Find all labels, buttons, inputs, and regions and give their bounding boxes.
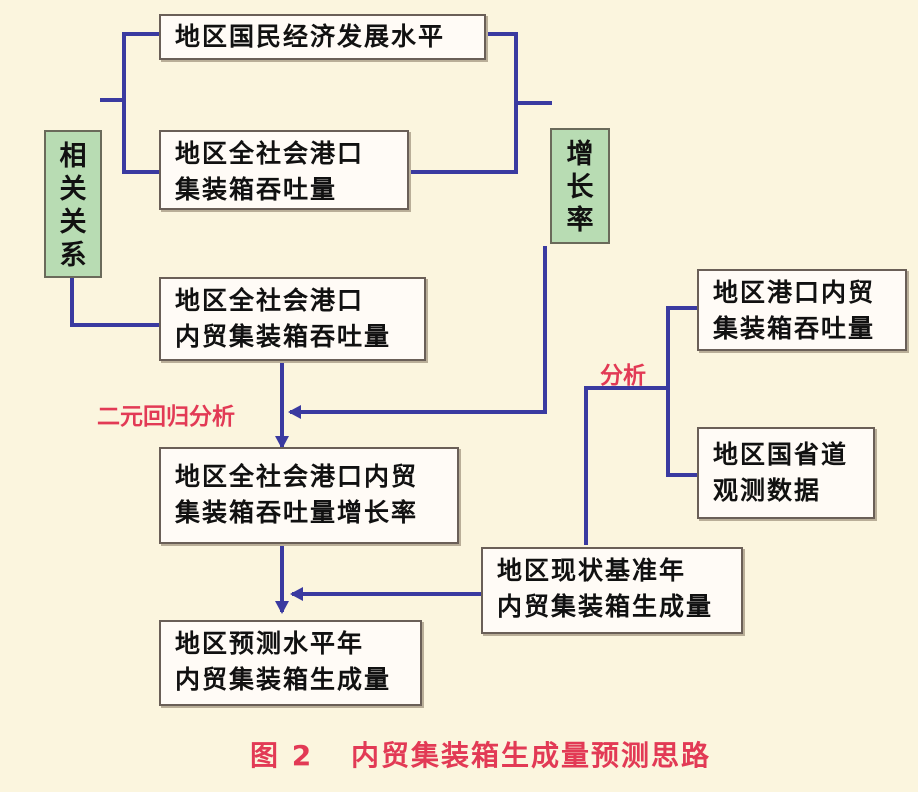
link-growth-down [288, 246, 547, 419]
box-base-year-line1: 地区现状基准年 [497, 556, 687, 585]
annotation-regression: 二元回归分析 [97, 404, 235, 430]
box-forecast-line2: 内贸集装箱生成量 [175, 665, 392, 694]
box-domestic-throughput: 地区全社会港口 内贸集装箱吞吐量 [159, 277, 426, 361]
link-left-bottom [70, 276, 160, 327]
growth-char-3: 率 [566, 205, 594, 236]
annotation-analysis: 分析 [600, 363, 646, 389]
box-base-year: 地区现状基准年 内贸集装箱生成量 [481, 547, 743, 634]
box-domestic-throughput-line2: 内贸集装箱吞吐量 [175, 322, 392, 351]
box-total-throughput-line1: 地区全社会港口 [175, 139, 365, 168]
box-highway-obs-line1: 地区国省道 [713, 440, 849, 469]
side-box-correlation: 相 关 关 系 [44, 130, 102, 278]
correlation-char-1: 相 [59, 141, 87, 172]
box-forecast: 地区预测水平年 内贸集装箱生成量 [159, 620, 422, 706]
box-gdp-level-text: 地区国民经济发展水平 [175, 22, 446, 51]
box-port-domestic-line1: 地区港口内贸 [713, 278, 876, 307]
correlation-char-2: 关 [59, 174, 87, 205]
growth-char-1: 增 [566, 139, 594, 170]
correlation-char-4: 系 [59, 240, 87, 271]
box-gdp-level: 地区国民经济发展水平 [159, 14, 486, 60]
box-highway-obs: 地区国省道 观测数据 [697, 427, 875, 519]
box-port-domestic-line2: 集装箱吞吐量 [713, 314, 876, 343]
caption-number: 图 2 [250, 739, 314, 772]
box-total-throughput-line2: 集装箱吞吐量 [175, 175, 338, 204]
growth-char-2: 长 [566, 172, 594, 203]
box-highway-obs-line2: 观测数据 [713, 476, 822, 505]
box-growth-rate-line2: 集装箱吞吐量增长率 [175, 498, 419, 527]
box-port-domestic: 地区港口内贸 集装箱吞吐量 [697, 269, 907, 351]
caption-title: 内贸集装箱生成量预测思路 [350, 739, 711, 772]
side-box-growth: 增 长 率 [550, 128, 610, 244]
figure-caption: 图 2 内贸集装箱生成量预测思路 [250, 734, 711, 774]
link-left-top [122, 32, 160, 174]
box-total-throughput: 地区全社会港口 集装箱吞吐量 [159, 130, 409, 210]
correlation-char-3: 关 [59, 207, 87, 238]
box-forecast-line1: 地区预测水平年 [175, 629, 365, 658]
box-growth-rate: 地区全社会港口内贸 集装箱吞吐量增长率 [159, 447, 459, 544]
box-base-year-line2: 内贸集装箱生成量 [497, 592, 714, 621]
box-growth-rate-line1: 地区全社会港口内贸 [175, 462, 419, 491]
link-analysis-bracket [666, 306, 697, 477]
box-domestic-throughput-line1: 地区全社会港口 [175, 286, 365, 315]
link-analysis-up [584, 386, 668, 545]
